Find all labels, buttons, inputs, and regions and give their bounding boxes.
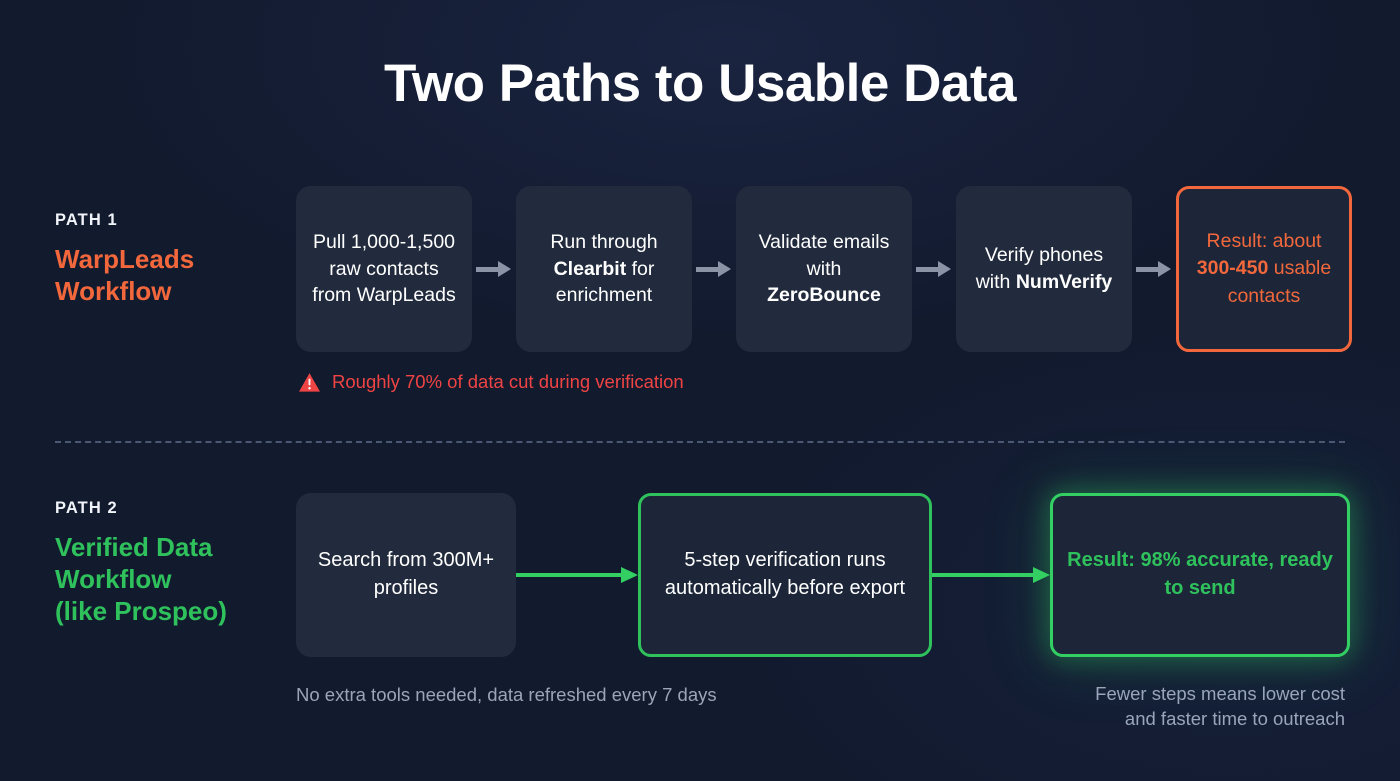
path-2-caption-right-line-2: and faster time to outreach: [1124, 707, 1345, 729]
path-1-flow-row: Pull 1,000-1,500 raw contacts from WarpL…: [296, 186, 1352, 352]
path-2-label-group: PATH 2 Verified Data Workflow (like Pros…: [55, 499, 295, 628]
path-2-kicker: PATH 2: [55, 499, 118, 517]
arrow-right-icon: [472, 259, 516, 279]
path-2-caption-right-line-1: Fewer steps means lower cost: [1095, 683, 1345, 704]
path-1-step-1[interactable]: Pull 1,000-1,500 raw contacts from WarpL…: [296, 186, 472, 352]
path-1-step-3[interactable]: Validate emails with ZeroBounce: [736, 186, 912, 352]
path-2-result-box[interactable]: Result: 98% accurate, ready to send: [1050, 493, 1350, 657]
path-2-title-line-1: Verified Data: [55, 532, 213, 562]
path-1-title-line-1: WarpLeads: [55, 244, 195, 274]
path-2-caption-right: Fewer steps means lower cost and faster …: [1025, 682, 1345, 732]
path-2-title: Verified Data Workflow (like Prospeo): [55, 531, 295, 628]
path-1-warning: Roughly 70% of data cut during verificat…: [298, 372, 684, 393]
arrow-right-icon: [912, 259, 956, 279]
path-2-result-label: Result: 98% accurate, ready to send: [1067, 549, 1333, 599]
path-2-title-line-3: (like Prospeo): [55, 596, 227, 627]
arrow-right-icon: [1132, 259, 1176, 279]
path-2-step-1[interactable]: Search from 300M+ profiles: [296, 493, 516, 657]
section-divider: [55, 441, 1345, 443]
warning-triangle-icon: [299, 373, 320, 392]
path-2-step-2[interactable]: 5-step verification runs automatically b…: [638, 493, 932, 657]
path-1-kicker: PATH 1: [55, 211, 118, 229]
path-2-step-1-label: Search from 300M+ profiles: [317, 549, 495, 599]
path-2-title-line-2: Workflow: [55, 564, 172, 595]
path-2-caption-left: No extra tools needed, data refreshed ev…: [296, 684, 717, 705]
arrow-right-icon: [692, 259, 736, 279]
path-2-flow-row: Search from 300M+ profiles 5-step verifi…: [296, 493, 1350, 657]
path-1-step-4[interactable]: Verify phones with NumVerify: [956, 186, 1132, 352]
path-1-title-line-2: Workflow: [55, 276, 172, 307]
path-2-step-2-label: 5-step verification runs automatically b…: [664, 549, 906, 599]
arrow-right-icon: [932, 567, 1050, 583]
arrow-right-icon: [516, 567, 638, 583]
page-title: Two Paths to Usable Data: [384, 54, 1016, 113]
path-1-result-label: Result: about 300-450 usable contacts: [1196, 230, 1332, 307]
path-1-result-box[interactable]: Result: about 300-450 usable contacts: [1176, 186, 1352, 352]
path-1-title: WarpLeads Workflow: [55, 243, 295, 307]
path-1-step-2-label: Run through Clearbit for enrichment: [550, 230, 658, 307]
path-1-step-2[interactable]: Run through Clearbit for enrichment: [516, 186, 692, 352]
path-1-warning-text: Roughly 70% of data cut during verificat…: [332, 371, 684, 393]
path-1-step-4-label: Verify phones with NumVerify: [975, 244, 1113, 293]
path-1-step-3-label: Validate emails with ZeroBounce: [758, 230, 890, 307]
path-1-label-group: PATH 1 WarpLeads Workflow: [55, 211, 295, 307]
path-1-step-1-label: Pull 1,000-1,500 raw contacts from WarpL…: [312, 230, 456, 307]
